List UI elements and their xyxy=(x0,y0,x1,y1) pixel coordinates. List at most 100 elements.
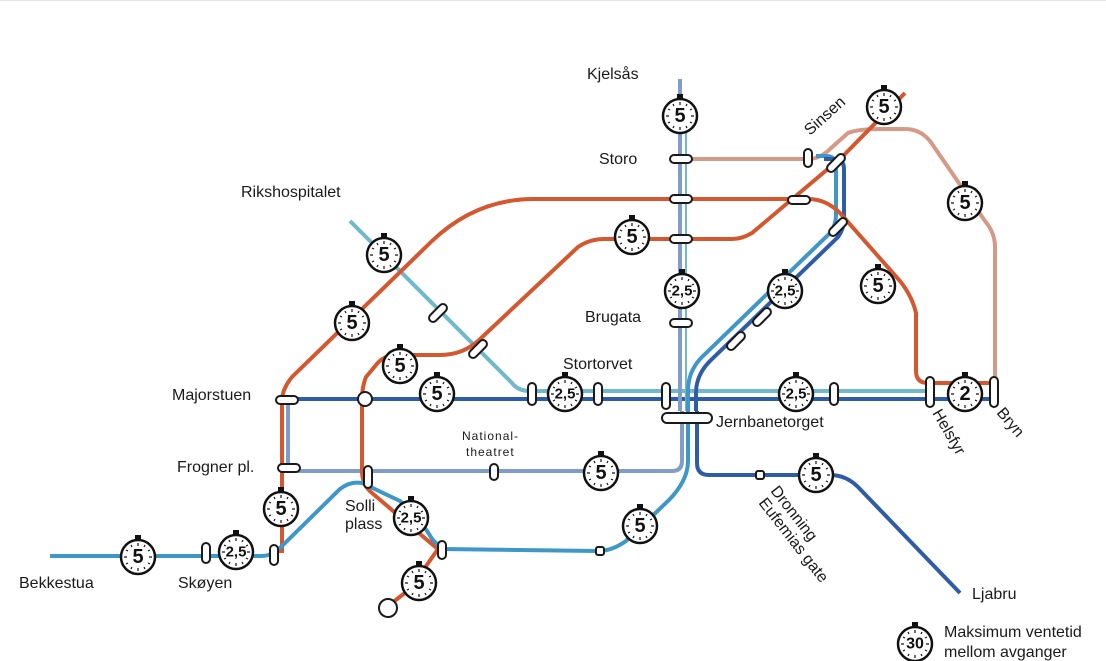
marker-storo-orange2 xyxy=(669,234,693,244)
marker-diag-d xyxy=(726,331,746,351)
svg-text:5: 5 xyxy=(378,244,389,266)
clock-majorstuen-north: 5 xyxy=(381,342,419,385)
marker-bryn xyxy=(989,376,999,408)
svg-text:5: 5 xyxy=(394,355,405,377)
marker-bottom-a xyxy=(437,540,447,560)
clock-helsfyr-east: 2,5 xyxy=(777,370,815,413)
svg-text:2,5: 2,5 xyxy=(786,386,807,403)
station-markers xyxy=(201,148,999,618)
svg-text:5: 5 xyxy=(413,572,424,594)
marker-helsfyr-east xyxy=(829,382,839,406)
marker-sinsen-pink xyxy=(803,148,813,168)
clock-storo-branch: 5 xyxy=(613,213,651,256)
marker-terminal-south xyxy=(378,598,398,618)
svg-text:2,5: 2,5 xyxy=(775,283,796,300)
marker-storo-pink xyxy=(669,154,693,164)
marker-solli xyxy=(363,465,373,489)
label-frogner: Frogner pl. xyxy=(177,459,254,476)
clock-orange-left: 5 xyxy=(333,299,371,342)
legend: 30 Maksimum ventetid mellom avganger xyxy=(896,620,1082,661)
line-darkblue-ljabru xyxy=(695,411,962,595)
svg-text:5: 5 xyxy=(872,275,883,297)
label-kjelsas: Kjelsås xyxy=(587,65,639,83)
marker-sinsen-diag-b xyxy=(828,217,848,237)
clock-solli: 2,5 xyxy=(392,494,430,537)
svg-text:5: 5 xyxy=(132,546,143,568)
label-nationaltheatret-2: theatret xyxy=(466,445,515,459)
svg-text:2,5: 2,5 xyxy=(555,386,576,403)
clock-majorstuen-east: 5 xyxy=(418,370,456,413)
marker-jbt-vert xyxy=(661,382,671,410)
clock-south-orange: 5 xyxy=(400,559,438,602)
svg-text:5: 5 xyxy=(346,312,357,334)
svg-text:5: 5 xyxy=(595,462,606,484)
svg-text:2: 2 xyxy=(959,383,970,405)
svg-text:2,5: 2,5 xyxy=(226,544,247,561)
label-bryn: Bryn xyxy=(993,405,1027,441)
clock-stortorvet: 2,5 xyxy=(546,370,584,413)
marker-storo-orange xyxy=(669,194,693,204)
line-orange-upper xyxy=(270,197,995,553)
clock-pink-right: 5 xyxy=(946,179,984,222)
svg-text:5: 5 xyxy=(810,464,821,486)
clock-sinsen: 5 xyxy=(865,83,903,126)
clock-nationaltheatret: 5 xyxy=(582,449,620,492)
clock-bekkestua: 5 xyxy=(119,533,157,576)
svg-text:2,5: 2,5 xyxy=(401,510,422,527)
label-helsfyr: Helsfyr xyxy=(929,407,969,459)
label-nationaltheatret-1: National- xyxy=(462,429,519,443)
label-rikshospitalet: Rikshospitalet xyxy=(241,184,341,201)
marker-bottom-b xyxy=(595,546,605,556)
clock-sinsen-diag: 2,5 xyxy=(766,267,804,310)
label-ljabru: Ljabru xyxy=(972,586,1016,603)
clock-bottom-blue: 5 xyxy=(621,502,659,545)
clock-helsfyr: 2 xyxy=(946,370,984,413)
label-solli-2: plass xyxy=(345,516,382,533)
label-bekkestua: Bekkestua xyxy=(19,575,94,592)
marker-dronning xyxy=(755,470,765,480)
marker-majorstuen xyxy=(275,395,299,405)
svg-text:5: 5 xyxy=(878,96,889,118)
marker-frogner xyxy=(277,463,301,473)
svg-text:5: 5 xyxy=(275,498,286,520)
svg-text:5: 5 xyxy=(959,192,970,214)
marker-helsfyr xyxy=(925,376,935,408)
label-storo: Storo xyxy=(599,151,637,168)
legend-line-1: Maksimum ventetid xyxy=(944,624,1082,641)
svg-text:30: 30 xyxy=(906,636,924,653)
marker-skoyen-b xyxy=(269,544,279,566)
svg-text:5: 5 xyxy=(674,105,685,127)
marker-jernbanetorget xyxy=(661,412,713,424)
label-skoyen: Skøyen xyxy=(178,575,232,592)
marker-stortorvet-b xyxy=(593,382,603,406)
svg-text:5: 5 xyxy=(626,226,637,248)
marker-riks-b xyxy=(468,339,488,359)
label-solli-1: Solli xyxy=(345,498,375,515)
clock-kjelsas: 5 xyxy=(661,92,699,135)
legend-line-2: mellom avganger xyxy=(944,644,1067,661)
clock-brugata: 2,5 xyxy=(663,267,701,310)
marker-sinsen-orange xyxy=(787,195,811,205)
label-stortorvet: Stortorvet xyxy=(563,356,633,373)
marker-nationaltheatret xyxy=(489,463,499,481)
label-jernbanetorget: Jernbanetorget xyxy=(716,414,824,431)
svg-text:2,5: 2,5 xyxy=(672,283,693,300)
clock-frogner: 5 xyxy=(262,485,300,528)
line-blue-sinsen-1 xyxy=(686,154,838,411)
marker-majorstuen-circle xyxy=(357,391,373,407)
svg-text:5: 5 xyxy=(431,383,442,405)
line-orange-lower xyxy=(360,91,907,553)
clock-hasle: 5 xyxy=(859,262,897,305)
svg-text:5: 5 xyxy=(634,515,645,537)
marker-riks-a xyxy=(428,303,448,323)
marker-sinsen-diag-a xyxy=(826,153,846,173)
label-sinsen: Sinsen xyxy=(801,94,849,139)
marker-skoyen-a xyxy=(201,542,211,564)
marker-diag-c xyxy=(752,307,772,327)
clock-rikshospitalet: 5 xyxy=(365,231,403,274)
clock-dronning: 5 xyxy=(797,451,835,494)
label-brugata: Brugata xyxy=(585,309,641,326)
legend-clock: 30 xyxy=(896,620,934,661)
